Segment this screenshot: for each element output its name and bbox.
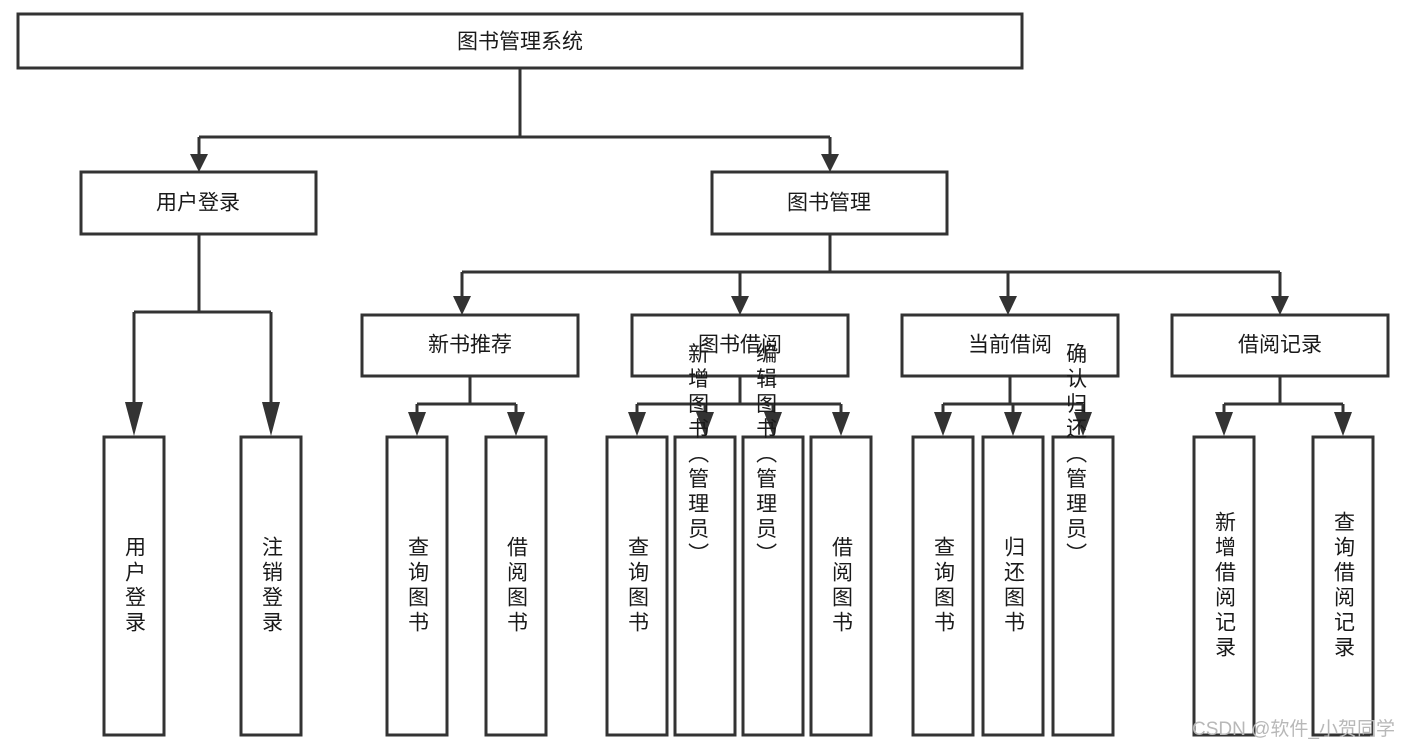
leaf-user-logout-label: 注销登录 xyxy=(260,536,284,636)
node-borrow-record-label: 借阅记录 xyxy=(1238,334,1322,357)
node-current-borrow-box[interactable] xyxy=(900,313,1120,378)
leaf-borrow-book-1-box[interactable] xyxy=(484,435,548,737)
leaf-add-book[interactable]: 新增图书（管理员） xyxy=(673,343,737,737)
leaf-add-record-label: 新增借阅记录 xyxy=(1213,511,1237,661)
node-current-borrow[interactable]: 当前借阅 xyxy=(900,313,1120,378)
leaf-add-book-box[interactable] xyxy=(673,435,737,737)
leaf-query-record[interactable]: 查询借阅记录 xyxy=(1311,435,1375,737)
arrow-head-add-record xyxy=(1215,412,1233,436)
leaf-query-book-2-label: 查询图书 xyxy=(626,536,650,636)
node-root-box[interactable] xyxy=(16,12,1024,70)
leaf-user-login-box[interactable] xyxy=(102,435,166,737)
leaf-query-record-box[interactable] xyxy=(1311,435,1375,737)
leaf-user-login[interactable]: 用户登录 xyxy=(102,435,166,737)
node-book-manage-label: 图书管理 xyxy=(787,192,871,215)
node-book-borrow-box[interactable] xyxy=(630,313,850,378)
arrow-head-leaf-user-logout xyxy=(262,402,280,436)
leaf-borrow-book-2-box[interactable] xyxy=(809,435,873,737)
leaf-edit-book[interactable]: 编辑图书（管理员） xyxy=(741,343,805,737)
leaf-borrow-book-1[interactable]: 借阅图书 xyxy=(484,435,548,737)
leaf-edit-book-label: 编辑图书（管理员） xyxy=(754,343,778,568)
arrow-head-add-book xyxy=(696,412,714,436)
leaf-query-book-2-box[interactable] xyxy=(605,435,669,737)
node-root[interactable]: 图书管理系统 xyxy=(16,12,1024,70)
node-book-manage[interactable]: 图书管理 xyxy=(710,170,949,236)
arrow-head-query-record xyxy=(1334,412,1352,436)
arrow-head-query-book-2 xyxy=(628,412,646,436)
leaf-borrow-book-2[interactable]: 借阅图书 xyxy=(809,435,873,737)
leaf-query-book-1-label: 查询图书 xyxy=(406,536,430,636)
arrow-head-new-book-recommend xyxy=(453,296,471,315)
arrow-head-borrow-book-2 xyxy=(832,412,850,436)
leaf-return-book[interactable]: 归还图书 xyxy=(981,435,1045,737)
csdn-watermark: CSDN @软件_小贺同学 xyxy=(1192,718,1395,740)
leaf-confirm-return[interactable]: 确认归还（管理员） xyxy=(1051,343,1115,737)
node-new-book-recommend-box[interactable] xyxy=(360,313,580,378)
node-current-borrow-label: 当前借阅 xyxy=(968,334,1052,357)
node-user-login[interactable]: 用户登录 xyxy=(79,170,318,236)
leaf-edit-book-box[interactable] xyxy=(741,435,805,737)
leaf-add-record-box[interactable] xyxy=(1192,435,1256,737)
connector-layer xyxy=(125,68,1352,436)
node-book-borrow[interactable]: 图书借阅 xyxy=(630,313,850,378)
leaf-query-book-2[interactable]: 查询图书 xyxy=(605,435,669,737)
arrow-head-query-book-1 xyxy=(408,412,426,436)
leaf-user-logout[interactable]: 注销登录 xyxy=(239,435,303,737)
leaf-confirm-return-box[interactable] xyxy=(1051,435,1115,737)
node-new-book-recommend[interactable]: 新书推荐 xyxy=(360,313,580,378)
leaf-query-book-3-label: 查询图书 xyxy=(932,536,956,636)
leaf-return-book-label: 归还图书 xyxy=(1002,536,1026,636)
leaf-confirm-return-label: 确认归还（管理员） xyxy=(1064,343,1088,568)
arrow-head-user-login xyxy=(190,154,208,172)
leaf-query-book-3-box[interactable] xyxy=(911,435,975,737)
arrow-head-book-manage xyxy=(821,154,839,172)
node-new-book-recommend-label: 新书推荐 xyxy=(428,334,512,357)
arrow-head-borrow-record xyxy=(1271,296,1289,315)
arrow-head-return-book xyxy=(1004,412,1022,436)
node-user-login-label: 用户登录 xyxy=(156,192,240,215)
node-root-label: 图书管理系统 xyxy=(457,31,583,54)
arrow-head-borrow-book-1 xyxy=(507,412,525,436)
leaf-user-logout-box[interactable] xyxy=(239,435,303,737)
arrow-head-current-borrow xyxy=(999,296,1017,315)
leaf-borrow-book-1-label: 借阅图书 xyxy=(505,536,529,636)
leaf-add-record[interactable]: 新增借阅记录 xyxy=(1192,435,1256,737)
leaf-add-book-label: 新增图书（管理员） xyxy=(686,343,710,568)
leaf-query-book-3[interactable]: 查询图书 xyxy=(911,435,975,737)
leaf-borrow-book-2-label: 借阅图书 xyxy=(830,536,854,636)
node-borrow-record[interactable]: 借阅记录 xyxy=(1170,313,1390,378)
leaf-return-book-box[interactable] xyxy=(981,435,1045,737)
leaf-query-book-1-box[interactable] xyxy=(385,435,449,737)
node-user-login-box[interactable] xyxy=(79,170,318,236)
leaf-user-login-label: 用户登录 xyxy=(123,536,147,636)
arrow-head-book-borrow xyxy=(731,296,749,315)
arrow-head-confirm-return xyxy=(1074,412,1092,436)
node-book-manage-box[interactable] xyxy=(710,170,949,236)
node-borrow-record-box[interactable] xyxy=(1170,313,1390,378)
arrow-head-leaf-user-login xyxy=(125,402,143,436)
leaf-query-record-label: 查询借阅记录 xyxy=(1332,511,1356,661)
arrow-head-query-book-3 xyxy=(934,412,952,436)
node-book-borrow-label: 图书借阅 xyxy=(698,334,782,357)
arrow-head-edit-book xyxy=(764,412,782,436)
leaf-query-book-1[interactable]: 查询图书 xyxy=(385,435,449,737)
